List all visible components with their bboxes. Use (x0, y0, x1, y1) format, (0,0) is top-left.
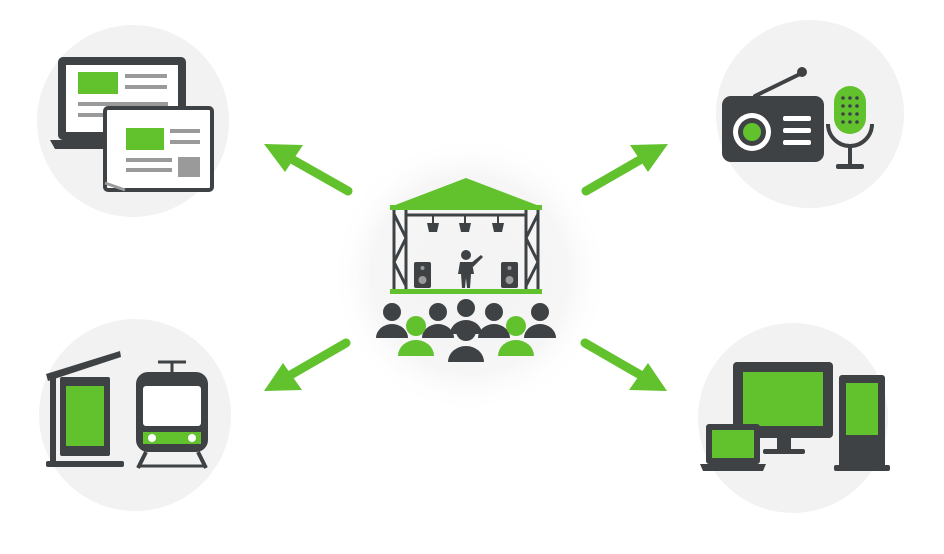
arrow-to-outdoor-transit (264, 338, 351, 391)
arrow-to-digital-screens (580, 338, 667, 391)
laptop-and-newspaper-icon (50, 57, 214, 192)
stage-floor (390, 289, 542, 294)
stage-roof (390, 178, 542, 207)
stage-speakers (414, 262, 518, 288)
arrow-to-print-online (264, 144, 353, 196)
channel-print-online (37, 25, 229, 217)
bus-stop-billboard-and-tram-icon (46, 351, 208, 469)
channel-radio-audio (716, 20, 904, 208)
concert-stage-with-audience-icon (376, 178, 556, 362)
audience-crowd (376, 299, 556, 362)
channel-outdoor-transit (39, 319, 231, 511)
arrow-to-radio-audio (581, 144, 668, 196)
monitor-laptop-kiosk-icon (700, 362, 890, 471)
channel-digital-screens (698, 323, 890, 513)
stage-lights (427, 215, 504, 232)
radio-and-microphone-icon (722, 67, 874, 169)
performer-figure (458, 250, 483, 288)
stage-roof-beam (390, 205, 542, 210)
